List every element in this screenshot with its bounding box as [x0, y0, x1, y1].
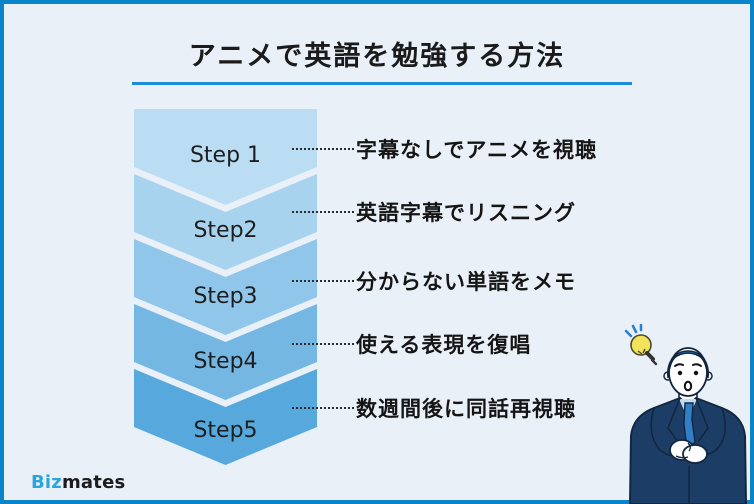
step-description-1: 字幕なしでアニメを視聴 — [356, 138, 597, 162]
eye-left — [677, 370, 683, 376]
hand-right — [682, 444, 708, 464]
step-description-5: 数週間後に同話再視聴 — [356, 397, 576, 421]
step-label-2: Step2 — [193, 218, 258, 243]
title-underline — [132, 82, 632, 85]
finger-lines — [675, 442, 691, 459]
step-description-2: 英語字幕でリスニング — [356, 201, 576, 225]
dotted-connector — [292, 211, 354, 213]
step-description-row: 分からない単語をメモ — [292, 265, 576, 297]
step-label-3: Step3 — [193, 284, 258, 309]
tie — [683, 402, 696, 451]
dotted-connector — [292, 407, 354, 409]
step-chevron-stack — [134, 109, 317, 465]
mouth-surprised — [683, 380, 693, 392]
chevron-step-4 — [134, 304, 317, 400]
dotted-connector — [292, 148, 354, 150]
chevron-step-1 — [134, 109, 317, 205]
step-label-5: Step5 — [193, 418, 258, 443]
chevron-step-2 — [134, 174, 317, 270]
businessman-figure — [629, 347, 747, 504]
logo-mates-text: mates — [61, 472, 126, 493]
hair — [667, 350, 709, 379]
logo-biz-text: Biz — [31, 472, 62, 493]
dotted-connector — [292, 343, 354, 345]
step-description-row: 英語字幕でリスニング — [292, 196, 576, 228]
step-description-4: 使える表現を復唱 — [356, 333, 532, 357]
page-title: アニメで英語を勉強する方法 — [188, 41, 566, 72]
lapel-right — [695, 397, 709, 443]
lapel-left — [667, 397, 681, 443]
businessman-illustration — [624, 324, 747, 504]
step-description-row: 字幕なしでアニメを視聴 — [292, 133, 597, 165]
eye-right — [693, 370, 699, 376]
eyebrow-left — [674, 363, 684, 367]
chevron-step-5 — [134, 369, 317, 465]
step-label-1: Step 1 — [189, 143, 262, 168]
chevron-step-3 — [134, 239, 317, 335]
step-description-row: 使える表現を復唱 — [292, 328, 531, 360]
dotted-connector — [292, 280, 354, 282]
eyebrow-right — [692, 363, 702, 367]
step-description-3: 分からない単語をメモ — [356, 270, 576, 294]
lightbulb-icon — [624, 324, 658, 366]
step-label-4: Step4 — [193, 349, 258, 374]
bizmates-logo: Bizmates — [31, 472, 125, 493]
step-description-row: 数週間後に同話再視聴 — [292, 392, 576, 424]
